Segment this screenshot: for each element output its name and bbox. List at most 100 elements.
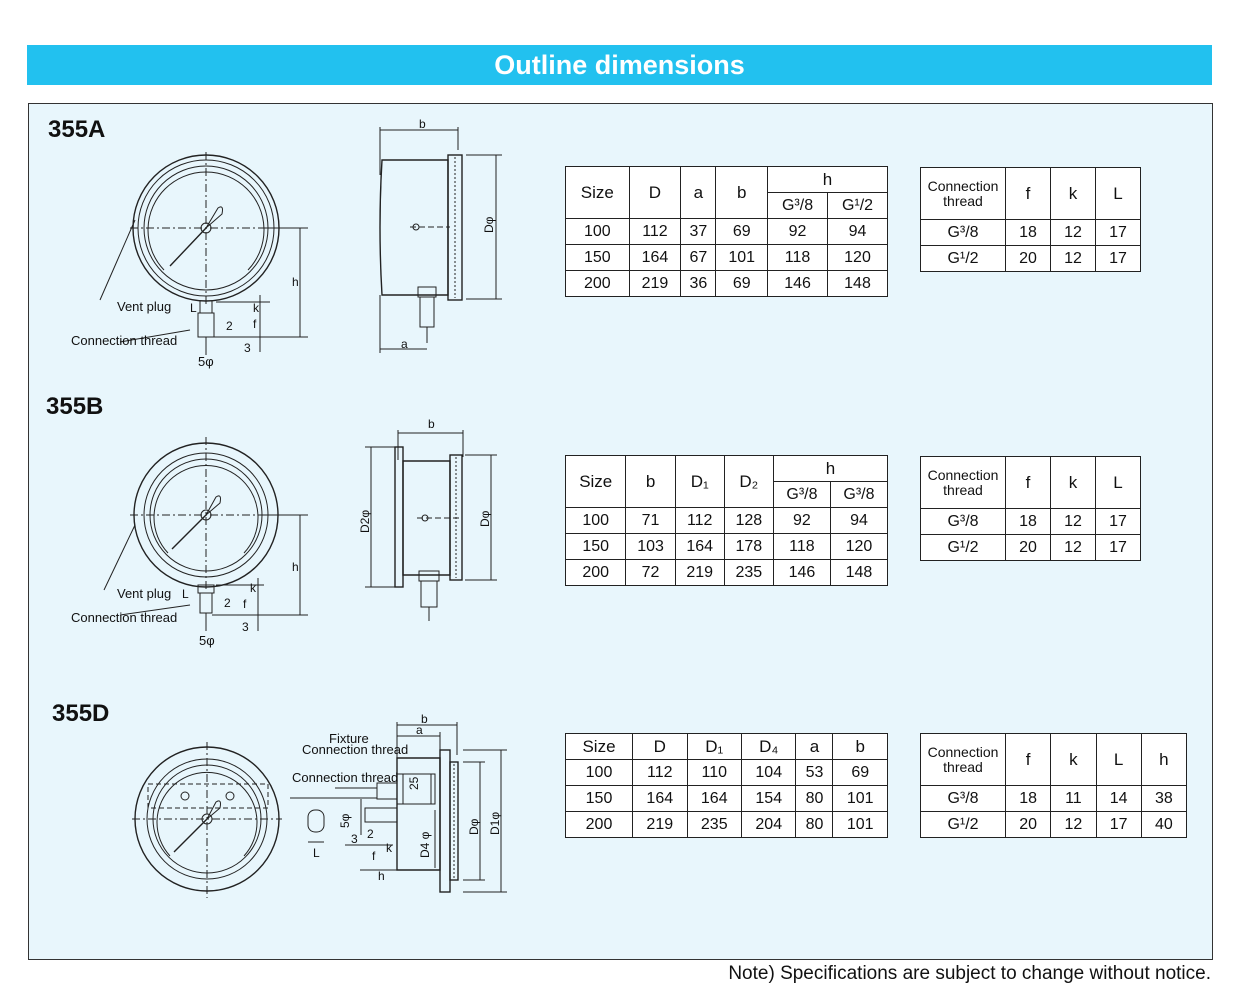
table-cell: 100 <box>565 218 630 245</box>
table-header-cell: b <box>625 455 676 508</box>
table-header-cell: h <box>772 455 889 482</box>
table-cell: 112 <box>674 507 725 534</box>
two-label-355d: 2 <box>367 827 374 841</box>
D4-label-355d: D4 φ <box>418 831 432 858</box>
gauge-side-drawing-355a <box>379 127 502 353</box>
table-cell: 112 <box>632 759 688 786</box>
L-label-355d: L <box>313 846 320 860</box>
connection-thread-label-355a: Connection thread <box>71 333 177 348</box>
table-cell: 20 <box>1005 245 1051 272</box>
table-cell: 80 <box>795 785 834 812</box>
table-cell: G¹/2 <box>920 245 1006 272</box>
table-cell: 219 <box>632 811 688 838</box>
phi5-label-355a: 5φ <box>198 354 214 369</box>
table-cell: 101 <box>832 811 888 838</box>
table-cell: 17 <box>1095 245 1141 272</box>
table-cell: 150 <box>565 244 630 271</box>
table-cell: 92 <box>767 218 829 245</box>
table-cell: 12 <box>1050 534 1096 561</box>
table-cell: 164 <box>686 785 743 812</box>
k-label-355a: k <box>253 301 260 315</box>
table-header-cell: a <box>795 733 834 760</box>
table-cell: 164 <box>628 244 682 271</box>
table-cell: 104 <box>740 759 797 786</box>
f-label-355d: f <box>372 849 376 863</box>
D-label-355a: Dφ <box>482 216 496 233</box>
table-header-cell: f <box>1004 733 1052 786</box>
connection-thread-label-355b: Connection thread <box>71 610 177 625</box>
table-cell: 18 <box>1005 219 1051 246</box>
table-cell: G³/8 <box>920 785 1006 812</box>
table-header-row: Size b D₁ D₂ h <box>564 455 889 508</box>
table-cell: 154 <box>740 785 797 812</box>
D1-label-355d: D1φ <box>488 812 502 835</box>
table-cell: 20 <box>1005 534 1051 561</box>
table-header-row: Connection thread f k L <box>920 456 1141 509</box>
table-cell: 100 <box>564 759 634 786</box>
D2-label-355b: D2φ <box>358 510 372 533</box>
table-header-cell: Connection thread <box>920 733 1006 786</box>
table-header-cell: b <box>832 733 888 760</box>
table-cell: 69 <box>715 270 769 297</box>
connection-thread-label-355d: Connection thread <box>292 770 398 785</box>
table-cell: 101 <box>832 785 888 812</box>
three-label-355a: 3 <box>244 341 251 355</box>
table-header-cell: D₄ <box>740 733 797 760</box>
table-cell: 92 <box>772 507 831 534</box>
table-header-cell: f <box>1005 167 1051 220</box>
table-header-cell: D <box>632 733 688 760</box>
table-cell: 53 <box>795 759 834 786</box>
b-label-355d: b <box>421 712 428 726</box>
table-cell: 148 <box>827 270 888 297</box>
two-label-355b: 2 <box>224 596 231 610</box>
table-cell: 146 <box>767 270 829 297</box>
f-label-355a: f <box>253 317 257 331</box>
table-cell: 12 <box>1050 508 1096 535</box>
b-label-355b: b <box>428 417 435 431</box>
three-label-355d: 3 <box>351 832 358 846</box>
model-title-355a: 355A <box>48 116 106 143</box>
table-cell: 11 <box>1050 785 1097 812</box>
vent-plug-label-355a: Vent plug <box>117 299 171 314</box>
table-cell: 100 <box>564 507 627 534</box>
twenty-five-label: 25 <box>407 776 421 790</box>
table-header-cell: G³/8 <box>772 481 831 508</box>
fixture-connection-thread-label: Connection thread <box>302 742 408 757</box>
table-header-row: Connection thread f k L h <box>920 733 1188 786</box>
table-cell: 18 <box>1004 785 1052 812</box>
table-header-cell: D₂ <box>723 455 774 508</box>
L-label-355a: L <box>190 301 197 315</box>
table-cell: 235 <box>686 811 743 838</box>
table-header-cell: L <box>1095 733 1142 786</box>
phi5-label-355d: 5φ <box>338 813 352 828</box>
table-cell: 17 <box>1095 508 1141 535</box>
table-cell: 94 <box>829 507 889 534</box>
table-cell: 17 <box>1095 534 1141 561</box>
table-header-cell: Size <box>564 733 634 760</box>
table-header-cell: k <box>1050 167 1096 220</box>
table-cell: G³/8 <box>920 508 1006 535</box>
table-cell: 17 <box>1095 219 1141 246</box>
table-cell: 72 <box>625 559 676 586</box>
table-cell: 219 <box>628 270 682 297</box>
table-header-cell: L <box>1095 456 1141 509</box>
table-cell: G¹/2 <box>920 811 1006 838</box>
table-header-cell: G³/8 <box>767 192 829 219</box>
table-header-cell: k <box>1050 456 1096 509</box>
h-label-355b: h <box>292 560 299 574</box>
b-label-355a: b <box>419 117 426 131</box>
table-cell: 69 <box>832 759 888 786</box>
gauge-side-drawing-355b <box>365 430 497 621</box>
